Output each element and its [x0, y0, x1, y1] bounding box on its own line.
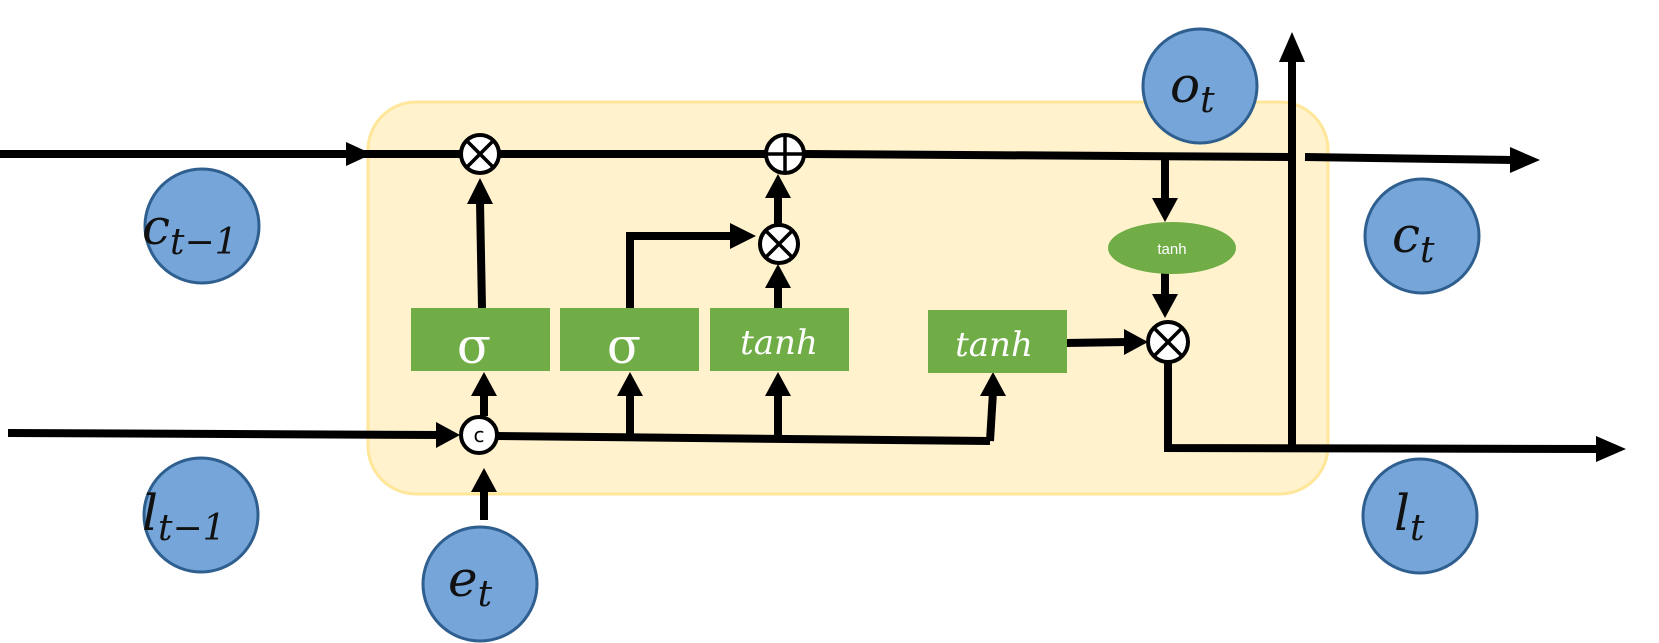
cell-state-line	[0, 142, 1540, 173]
node-l-t-base: l	[1394, 484, 1410, 542]
concat-to-sigma	[471, 372, 497, 416]
output-gate-label: tanh	[955, 325, 1033, 365]
input-gate-box: σ	[560, 308, 699, 375]
tanh-ellipse-label: tanh	[1157, 241, 1186, 258]
concat-label: c	[474, 423, 485, 447]
add-op	[764, 133, 806, 175]
node-l-prev-sub: t−1	[158, 508, 226, 549]
svg-text:et: et	[448, 550, 493, 615]
svg-text:ct−1: ct−1	[142, 198, 238, 263]
concat-op: c	[459, 415, 499, 455]
forget-gate-label: σ	[457, 317, 491, 375]
forget-gate-box: σ	[411, 308, 550, 375]
output-gate-arrow	[1065, 329, 1148, 355]
hidden-input-line	[7, 372, 1006, 448]
svg-text:lt−1: lt−1	[142, 484, 226, 549]
forget-gate-arrow	[467, 178, 493, 309]
input-to-concat	[471, 468, 497, 520]
node-o-t-base: o	[1170, 56, 1200, 114]
concat-branches	[617, 372, 791, 439]
node-c-t-base: c	[1392, 206, 1420, 264]
tanh-ellipse: tanh	[1108, 222, 1236, 274]
candidate-gate-label: tanh	[740, 323, 818, 363]
input-multiply-op	[758, 223, 800, 265]
input-gate-arrow	[626, 223, 756, 308]
tanh-to-output-arrow	[1152, 272, 1178, 318]
output-gate-box: tanh	[928, 310, 1067, 373]
node-o-t: ot	[1141, 27, 1259, 145]
candidate-gate-box: tanh	[710, 308, 849, 371]
svg-text:ct: ct	[1392, 206, 1435, 271]
node-c-t-sub: t	[1420, 230, 1435, 271]
hidden-output-line	[1164, 362, 1626, 462]
svg-text:ot: ot	[1170, 56, 1215, 121]
input-gate-label: σ	[607, 317, 641, 375]
node-l-t-sub: t	[1410, 508, 1425, 549]
node-e-t-sub: t	[478, 574, 493, 615]
node-c-prev: ct−1	[142, 167, 261, 285]
svg-text:lt: lt	[1394, 484, 1425, 549]
node-l-t: lt	[1361, 457, 1479, 575]
lstm-cell-background	[366, 100, 1330, 496]
forget-multiply-op	[459, 133, 501, 175]
output-vertical-line	[1279, 32, 1305, 446]
node-o-t-sub: t	[1200, 80, 1215, 121]
output-multiply-op	[1146, 320, 1190, 364]
node-e-t: et	[421, 525, 539, 643]
node-c-prev-sub: t−1	[170, 222, 238, 263]
node-l-prev: lt−1	[142, 456, 260, 574]
cell-to-tanh-arrow	[1152, 158, 1178, 222]
node-c-t: ct	[1363, 177, 1481, 295]
node-l-prev-base: l	[142, 484, 158, 542]
node-e-t-base: e	[448, 550, 478, 608]
input-to-add-arrow	[765, 174, 791, 224]
node-c-prev-base: c	[142, 198, 170, 256]
candidate-arrow	[765, 264, 791, 308]
